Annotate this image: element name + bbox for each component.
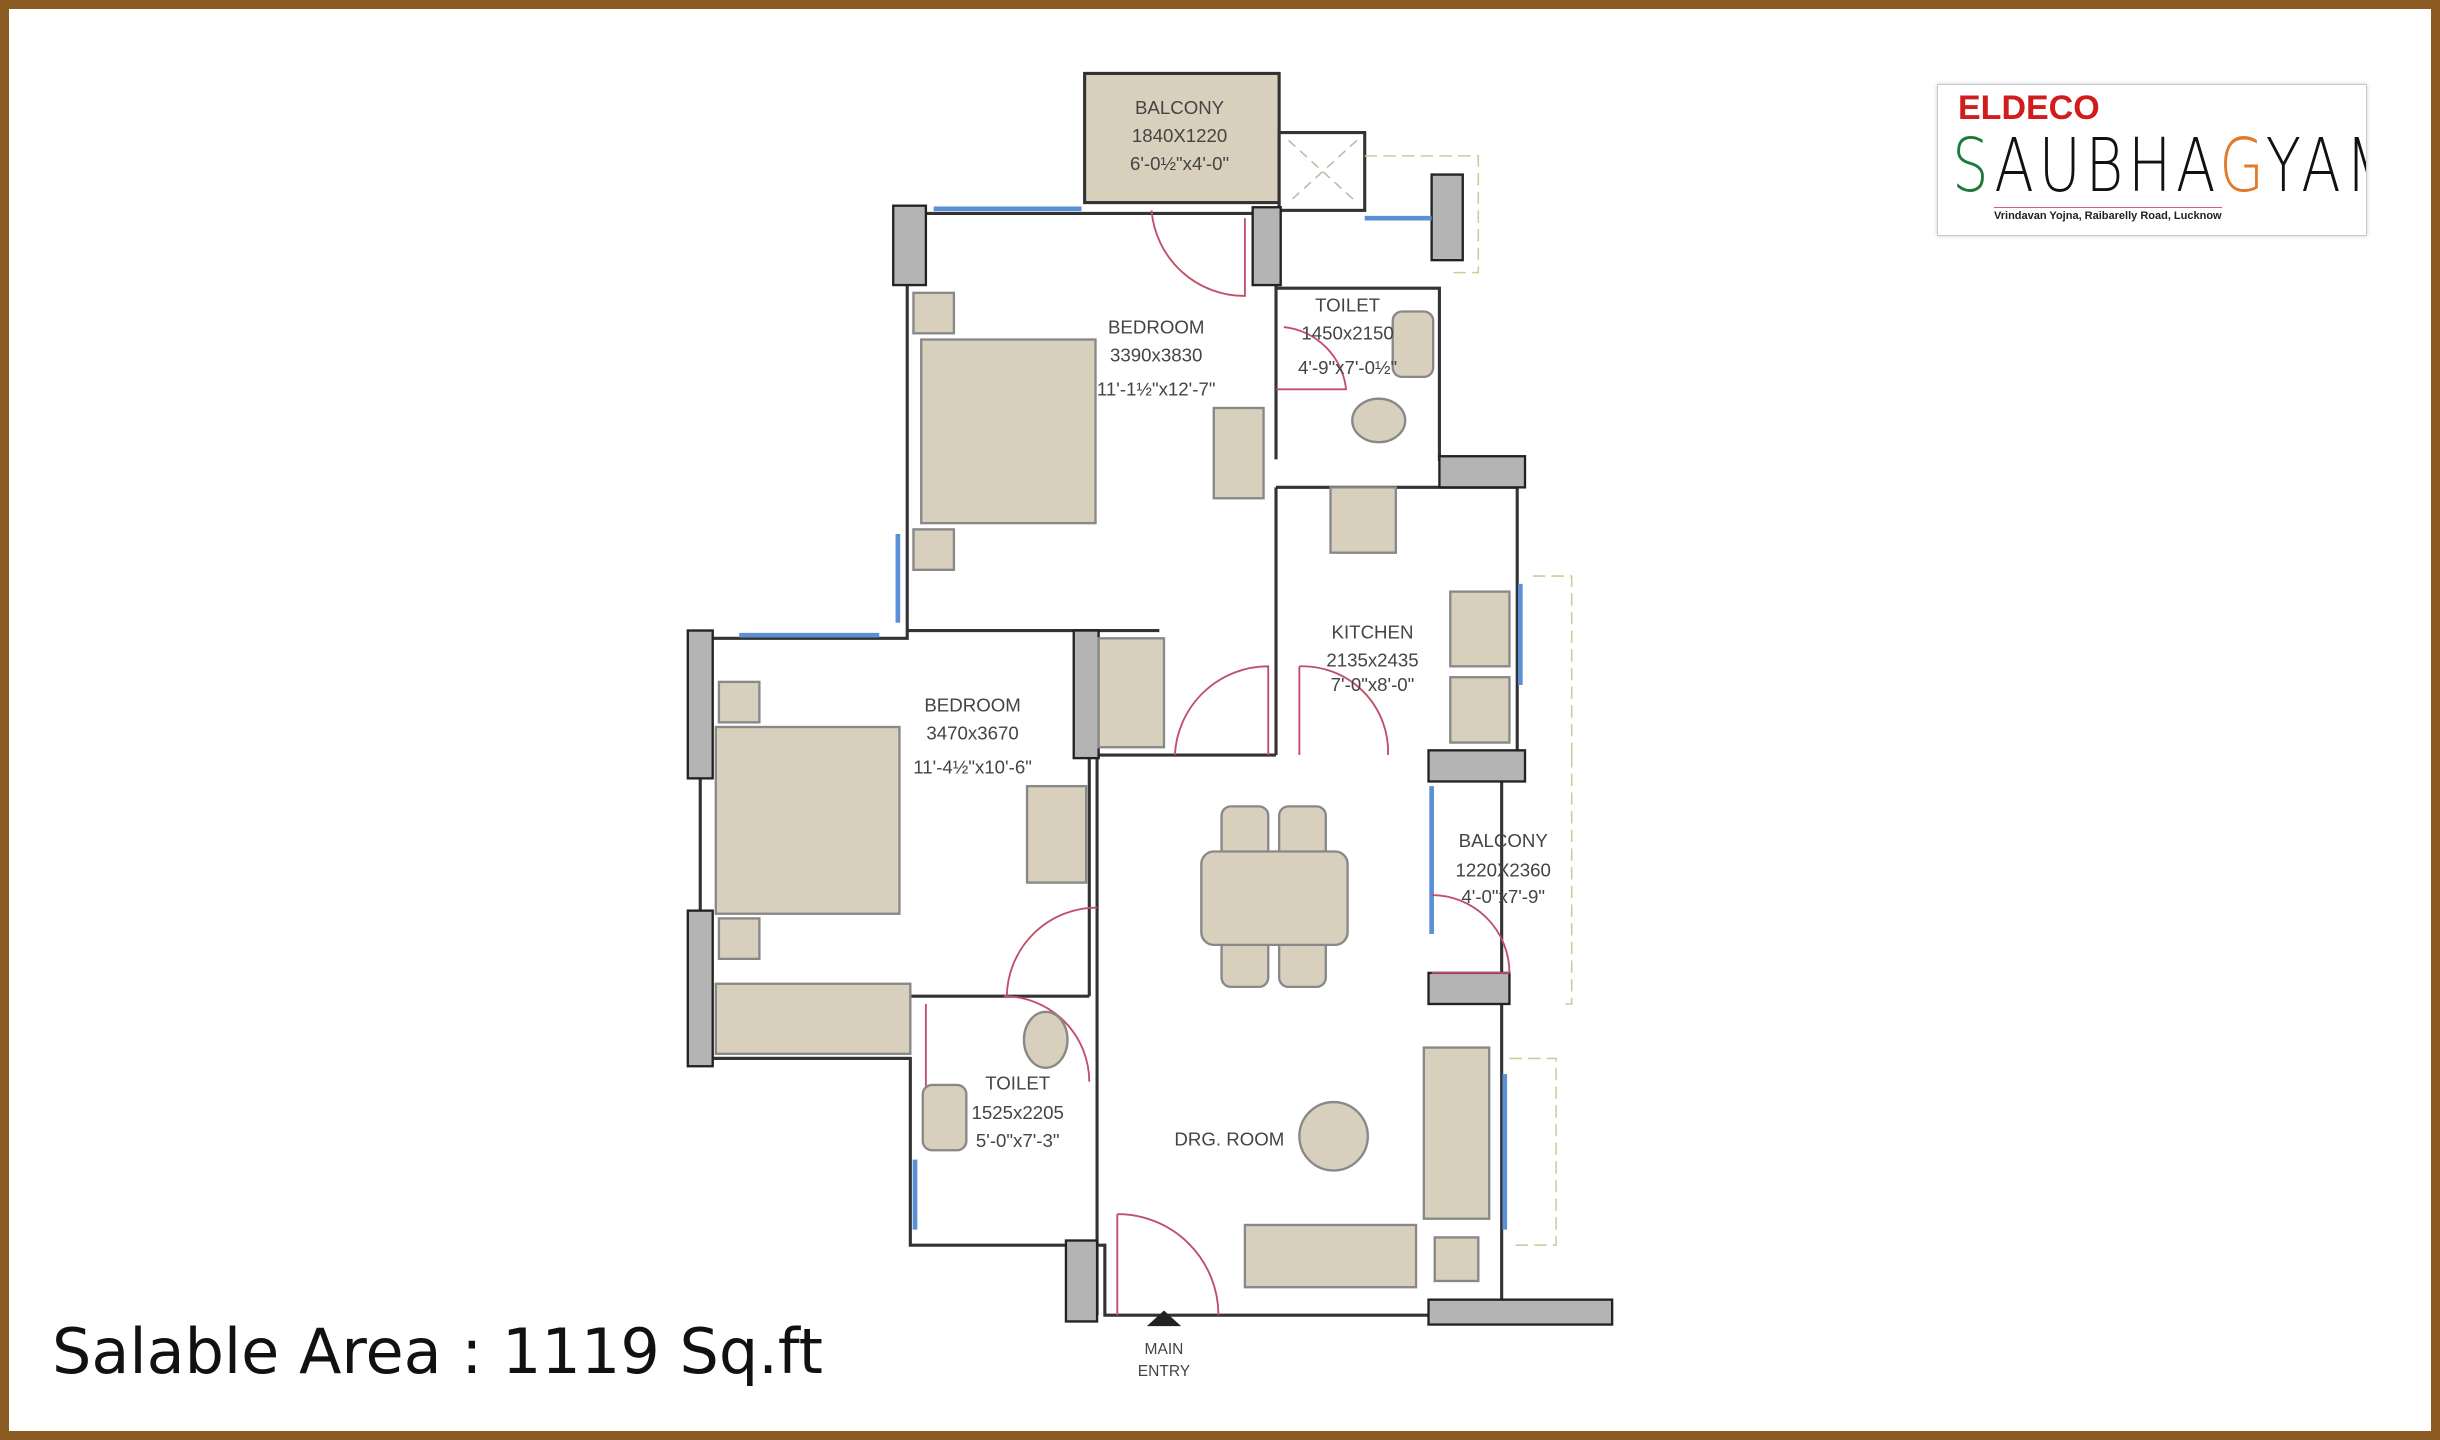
dining-table <box>1200 850 1349 947</box>
study-desk <box>1025 784 1088 884</box>
room-name: KITCHEN <box>1332 621 1414 642</box>
pillar <box>1427 749 1527 783</box>
room-name: BEDROOM <box>924 694 1020 715</box>
logo-tagline: Vrindavan Yojna, Raibarelly Road, Luckno… <box>1994 207 2222 223</box>
pillar <box>1427 971 1511 1006</box>
room-size-mm: 3390x3830 <box>1110 344 1202 365</box>
bed <box>714 725 901 915</box>
logo-name-rest: YAM <box>2265 123 2366 209</box>
logo-name-first: S <box>1952 123 1995 209</box>
door-swing <box>1173 665 1270 756</box>
sofa <box>1422 1046 1491 1220</box>
logo-brand: ELDECO <box>1958 89 2100 127</box>
entry-arrow-icon <box>1146 1310 1182 1327</box>
study-desk <box>1212 406 1265 500</box>
nightstand <box>717 680 761 724</box>
logo-name-mid: AUBHA <box>1994 123 2220 209</box>
logo: ELDECO SAUBHAGYAM Vrindavan Yojna, Raiba… <box>1937 84 2367 236</box>
pillar <box>892 204 928 287</box>
sofa <box>1243 1223 1418 1289</box>
toilet-seat <box>1351 397 1407 444</box>
room-size-mm: 2135x2435 <box>1326 649 1418 670</box>
nightstand <box>912 291 956 335</box>
pillar <box>686 629 714 780</box>
entry-label: ENTRY <box>1138 1363 1191 1380</box>
door-swing <box>1005 906 1098 997</box>
salable-area: Salable Area : 1119 Sq.ft <box>52 1315 823 1388</box>
pillar <box>1430 173 1464 262</box>
room-size-ft: 4'-9"x7'-0½" <box>1298 357 1397 378</box>
pillar <box>1251 206 1282 287</box>
room-size-mm: 1220X2360 <box>1455 859 1550 880</box>
balcony-top <box>1083 71 1281 205</box>
toilet-seat <box>1022 1010 1069 1069</box>
room-name: DRG. ROOM <box>1174 1129 1284 1150</box>
kitchen-sink <box>1449 590 1511 668</box>
room-size-ft: 6'-0½"x4'-0" <box>1130 153 1229 174</box>
room-name: BEDROOM <box>1108 316 1204 337</box>
room-size-ft: 4'-0"x7'-9" <box>1461 886 1545 907</box>
room-size-ft: 11'-4½"x10'-6" <box>913 757 1032 778</box>
ledge-outline <box>1364 155 1480 274</box>
nightstand <box>912 528 956 572</box>
kitchen-counter <box>1449 676 1511 744</box>
door-swing <box>924 995 1091 1090</box>
pillar <box>1064 1239 1099 1323</box>
side-table <box>1433 1236 1480 1283</box>
coffee-table <box>1298 1100 1369 1172</box>
room-name: BALCONY <box>1459 830 1549 851</box>
room-size-ft: 5'-0"x7'-3" <box>976 1130 1060 1151</box>
door-swing <box>1116 1213 1220 1316</box>
pillar <box>1072 629 1100 760</box>
room-name: TOILET <box>1315 295 1380 316</box>
door-swing <box>1298 665 1389 756</box>
room-size-ft: 7'-0"x8'-0" <box>1331 674 1415 695</box>
pillar <box>1438 455 1527 489</box>
room-size-mm: 3470x3670 <box>926 722 1018 743</box>
room-size-mm: 1840X1220 <box>1132 125 1227 146</box>
logo-name: SAUBHAGYAM <box>1952 129 2366 203</box>
logo-name-accent: G <box>2219 123 2266 209</box>
bed <box>920 338 1097 525</box>
room-size-ft: 11'-1½"x12'-7" <box>1097 379 1216 400</box>
door-swing <box>1276 326 1348 391</box>
room-size-mm: 1450x2150 <box>1301 323 1393 344</box>
door-swing <box>1150 210 1246 297</box>
entry-label: MAIN <box>1145 1341 1184 1358</box>
kitchen-counter <box>1329 486 1398 554</box>
ledge-outline <box>1509 575 1573 1246</box>
room-name: BALCONY <box>1135 97 1225 118</box>
pillar <box>1427 1298 1614 1326</box>
door-swing <box>1431 894 1511 974</box>
room-size-mm: 1525x2205 <box>972 1102 1064 1123</box>
nightstand <box>717 917 761 961</box>
wardrobe <box>714 982 912 1055</box>
wash-basin <box>921 1083 968 1152</box>
pillar <box>686 909 714 1068</box>
wash-basin <box>1391 310 1435 379</box>
room-name: TOILET <box>985 1073 1050 1094</box>
wardrobe <box>1097 637 1166 749</box>
